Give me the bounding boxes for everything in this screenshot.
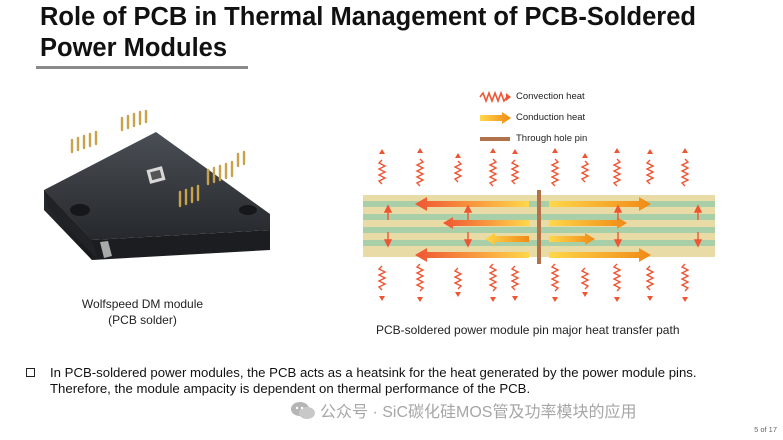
- bullet-line-1: In PCB-soldered power modules, the PCB a…: [50, 365, 697, 380]
- conduction-arrow-icon: [480, 111, 511, 124]
- title-underline: [36, 66, 248, 69]
- vertical-conduction-markers: [383, 204, 703, 248]
- bullet-line-2: Therefore, the module ampacity is depend…: [50, 381, 531, 396]
- legend-label-convection: Convection heat: [516, 91, 585, 102]
- legend-label-conduction: Conduction heat: [516, 112, 586, 123]
- wechat-watermark: 公众号 · SiC碳化硅MOS管及功率模块的应用: [290, 398, 636, 422]
- legend-item-convection: Convection heat: [478, 86, 587, 107]
- pin-bar-icon: [480, 136, 510, 141]
- bullet-point: In PCB-soldered power modules, the PCB a…: [26, 365, 766, 397]
- through-hole-pin: [537, 190, 541, 264]
- heat-path-diagram: [363, 148, 715, 302]
- convection-waves-top: [377, 158, 690, 187]
- convection-wave-icon: [479, 90, 511, 103]
- slide-title-line-1: Role of PCB in Thermal Management of PCB…: [40, 3, 696, 31]
- bullet-text: In PCB-soldered power modules, the PCB a…: [50, 365, 766, 397]
- module-caption-line-1: Wolfspeed DM module: [81, 297, 204, 311]
- module-image: [44, 110, 270, 260]
- page-number: 5 of 17: [754, 425, 777, 434]
- slide-title-line-2: Power Modules: [40, 34, 228, 62]
- conduction-arrows: [415, 197, 651, 262]
- legend-item-conduction: Conduction heat: [478, 107, 587, 128]
- convection-waves-bottom: [377, 263, 690, 292]
- diagram-caption: PCB-soldered power module pin major heat…: [376, 323, 680, 337]
- module-caption: Wolfspeed DM module (PCB solder): [55, 296, 230, 328]
- module-caption-line-2: (PCB solder): [108, 313, 177, 327]
- checkbox-bullet-icon: [26, 368, 35, 377]
- heat-legend: Convection heat Conduction heat Through …: [478, 86, 587, 149]
- legend-item-through-hole: Through hole pin: [478, 128, 587, 149]
- slide-title: Role of PCB in Thermal Management of PCB…: [40, 2, 696, 64]
- watermark-text: 公众号 · SiC碳化硅MOS管及功率模块的应用: [320, 404, 637, 421]
- legend-label-through-hole: Through hole pin: [516, 133, 588, 144]
- wechat-icon: [291, 402, 315, 419]
